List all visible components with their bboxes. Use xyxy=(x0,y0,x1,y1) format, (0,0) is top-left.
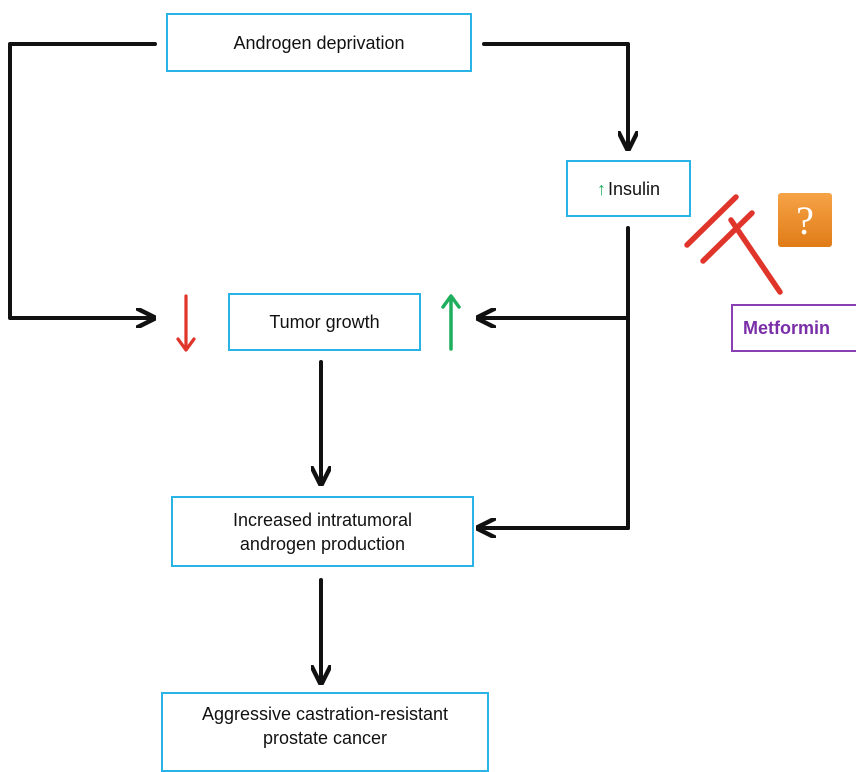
insulin-label: Insulin xyxy=(607,178,661,199)
aggressive-crpc-box: Aggressive castration-resistant prostate… xyxy=(161,692,489,772)
androgen-deprivation-label: Androgen deprivation xyxy=(233,32,405,53)
up-arrow-green-icon xyxy=(441,294,461,351)
tumor-growth-label: Tumor growth xyxy=(269,312,380,332)
intratumoral-androgen-box: Increased intratumoral androgen producti… xyxy=(171,496,474,567)
question-mark-label: ? xyxy=(796,197,814,243)
up-arrow-small-icon: ↑ xyxy=(596,178,606,199)
aggressive-label-line2: prostate cancer xyxy=(262,728,388,748)
intratumoral-label-line2: androgen production xyxy=(239,533,406,554)
down-arrow-red-icon xyxy=(176,294,196,352)
tumor-growth-box: Tumor growth xyxy=(228,293,421,351)
question-mark-icon: ? xyxy=(778,193,832,247)
arrow-androgen-to-decrease xyxy=(8,42,157,318)
metformin-label: Metformin xyxy=(743,318,830,338)
arrow-androgen-to-insulin xyxy=(482,42,628,147)
metformin-box: Metformin xyxy=(731,304,856,352)
intratumoral-label-line1: Increased intratumoral xyxy=(232,509,413,530)
inhibition-bar-icon xyxy=(684,194,783,295)
aggressive-label-line1: Aggressive castration-resistant xyxy=(201,704,449,724)
androgen-deprivation-box: Androgen deprivation xyxy=(166,13,472,72)
insulin-box: ↑ Insulin xyxy=(566,160,691,217)
